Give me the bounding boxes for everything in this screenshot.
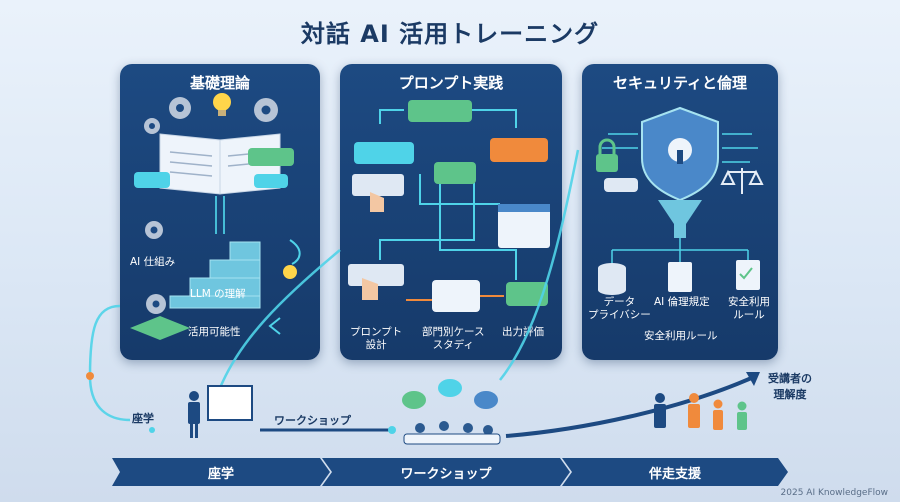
keyboard-icon [352, 174, 404, 196]
panel-security: セキュリティと倫理 デ [582, 64, 778, 360]
chat-bubble-icon [604, 178, 638, 192]
phase-support: 伴走支援 [648, 466, 701, 482]
chat-bubble-icon [490, 138, 548, 162]
document-icon [668, 262, 692, 292]
workshop-label: ワークショップ [274, 414, 351, 427]
label-applicability: 活用可能性 [188, 326, 241, 338]
chat-bubble-icon [134, 172, 170, 188]
chat-bubble-icon [354, 142, 414, 164]
panel-prompt-title: プロンプト実践 [398, 74, 504, 92]
chat-bubble-icon [408, 100, 472, 122]
lightbulb-icon [213, 93, 231, 116]
security-illustration [596, 106, 764, 295]
label-ai-ethics: AI 倫理規定 [654, 296, 710, 308]
gear-icon [144, 97, 278, 239]
handshake-people-icon [654, 393, 747, 430]
lock-icon [596, 138, 618, 172]
label-output-evaluation: 出力評価 [502, 326, 544, 338]
presenter-icon [188, 391, 200, 438]
lightbulb-icon [283, 265, 297, 279]
panel-security-title: セキュリティと倫理 [612, 74, 748, 92]
footer-credit: 2025 AI KnowledgeFlow [780, 488, 888, 498]
group-people-icon [403, 421, 501, 445]
scale-icon [720, 168, 764, 194]
basics-illustration [130, 93, 301, 340]
panel-prompt: プロンプト実践 プロンプト 設計 部門別ケース スタディ 出力評価 [340, 64, 562, 360]
hand-pointer-icon [370, 192, 384, 212]
label-case-study: 部門別ケース スタディ [422, 326, 485, 351]
lecture-label: 座学 [132, 412, 154, 425]
phase-workshop: ワークショップ [400, 466, 492, 482]
hand-pointer-icon [362, 278, 378, 300]
label-llm-understanding: LLM の理解 [190, 288, 246, 300]
label-prompt-design: プロンプト 設計 [350, 326, 403, 351]
staircase-icon [169, 241, 261, 309]
database-icon [598, 263, 626, 295]
label-data-privacy: データ プライバシー [588, 296, 651, 321]
chat-bubble-icon [434, 162, 476, 184]
panel-basics-title: 基礎理論 [189, 74, 250, 92]
prompt-illustration [348, 100, 550, 312]
case-study-icon [432, 280, 480, 312]
label-safe-use-rules: 安全利用ルール [644, 330, 718, 342]
understanding-label: 受講者の 理解度 [768, 372, 812, 401]
page-title: 対話 AI 活用トレーニング [300, 20, 600, 48]
checklist-icon [736, 260, 760, 290]
chat-bubble-icon [248, 148, 294, 166]
funnel-icon [658, 200, 702, 238]
label-ai-mechanism: AI 仕組み [130, 256, 176, 268]
document-window-icon [498, 204, 550, 248]
phase-lecture: 座学 [207, 466, 234, 482]
whiteboard-icon [207, 385, 253, 421]
chat-bubble-icon [506, 282, 548, 306]
chat-bubble-icon [254, 174, 288, 188]
speech-bubble-icon [402, 379, 498, 409]
label-safe-use: 安全利用 ルール [728, 296, 770, 321]
panel-basics: 基礎理論 [120, 64, 320, 360]
platform-icon [130, 316, 190, 340]
shield-lock-icon [641, 106, 719, 202]
phase-bar [112, 458, 788, 486]
